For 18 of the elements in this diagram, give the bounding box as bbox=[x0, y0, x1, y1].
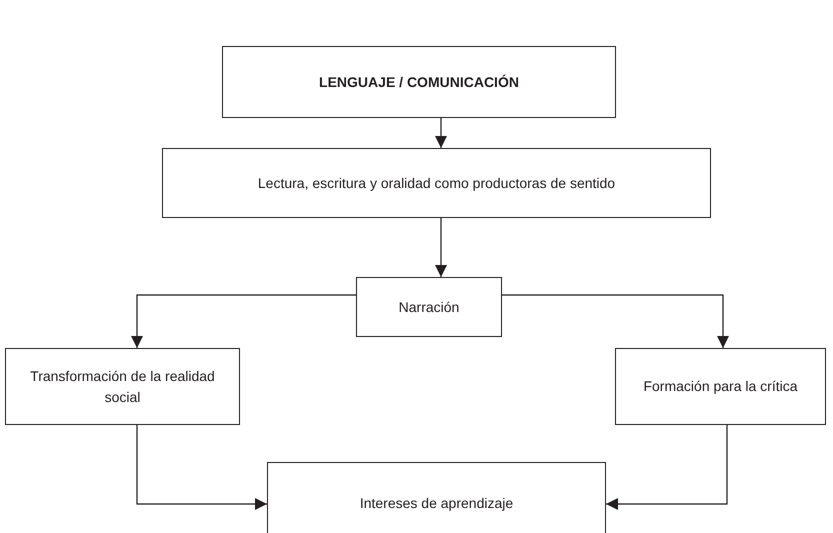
arrow bbox=[131, 294, 356, 348]
box-label: Narración bbox=[398, 298, 460, 317]
box-label: Intereses de aprendizaje bbox=[360, 494, 514, 513]
box-label: Formación para la crítica bbox=[643, 377, 798, 396]
box-label: Transformación de la realidad social bbox=[29, 367, 216, 406]
process-box bbox=[356, 277, 502, 337]
process-box bbox=[615, 348, 826, 425]
process-box bbox=[222, 46, 616, 118]
process-box bbox=[267, 462, 606, 533]
arrow bbox=[606, 425, 728, 510]
process-box bbox=[162, 148, 711, 218]
box-label: LENGUAJE / COMUNICACIÓN bbox=[319, 72, 519, 92]
box-label: Lectura, escritura y oralidad como productoras de sentido bbox=[258, 174, 616, 193]
arrow bbox=[502, 294, 729, 348]
arrow bbox=[136, 425, 267, 510]
arrow bbox=[435, 218, 447, 277]
arrow bbox=[435, 118, 447, 148]
process-box bbox=[5, 348, 240, 425]
